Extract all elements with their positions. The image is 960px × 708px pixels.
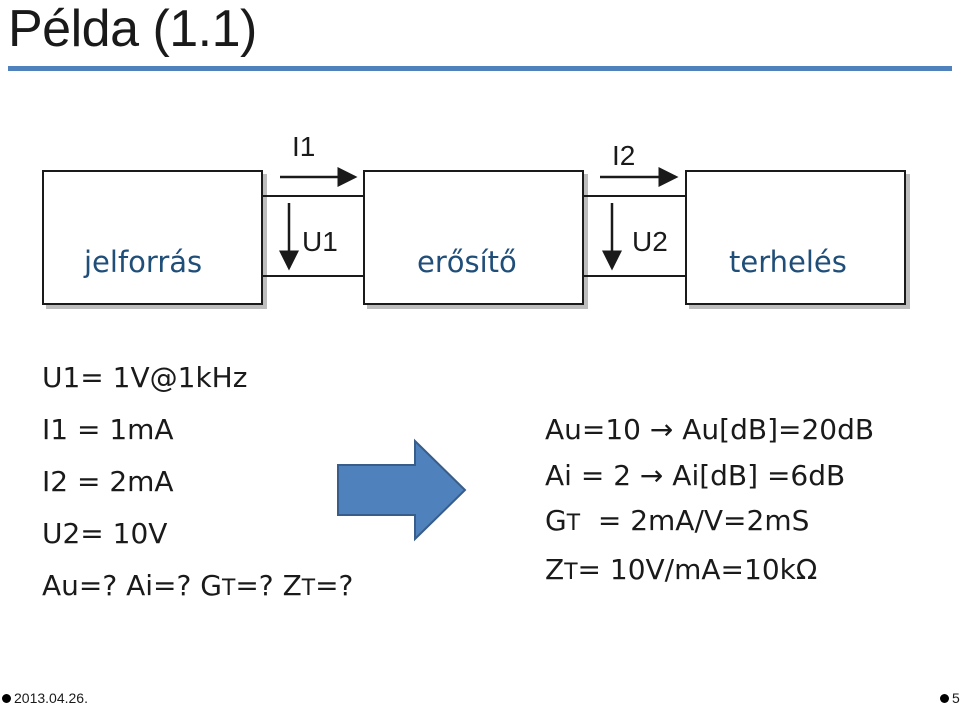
bullet-icon	[2, 694, 11, 703]
given-u1: U1= 1V@1kHz	[42, 361, 248, 394]
results: Au=10 → Au[dB]=20dB Ai = 2 → Ai[dB] =6dB…	[545, 407, 874, 595]
result-ai: Ai = 2 → Ai[dB] =6dB	[545, 458, 846, 492]
voltage-label-u1: U1	[302, 226, 338, 257]
result-zt: ZT= 10V/mA=10kΩ	[545, 552, 818, 586]
signal-source-block	[42, 170, 263, 305]
given-u2: U2= 10V	[42, 517, 168, 550]
wire-bottom-right	[584, 275, 685, 277]
wire-top-left	[263, 195, 363, 197]
current-label-i2: I2	[612, 140, 636, 171]
current-label-i1: I1	[292, 131, 316, 162]
amplifier-block	[363, 170, 584, 305]
load-label: terhelés	[729, 245, 847, 279]
given-i2: I2 = 2mA	[42, 465, 174, 498]
given-values: U1= 1V@1kHz I1 = 1mA I2 = 2mA U2= 10V Au…	[42, 352, 353, 615]
result-gt: GT = 2mA/V=2mS	[545, 504, 810, 537]
load-block	[685, 170, 906, 305]
result-au: Au=10 → Au[dB]=20dB	[545, 413, 875, 446]
wire-bottom-left	[263, 275, 363, 277]
given-questions: Au=? Ai=? GT=? ZT=?	[42, 569, 354, 602]
given-i1: I1 = 1mA	[42, 413, 174, 446]
voltage-label-u2: U2	[632, 226, 668, 257]
footer-date: 2013.04.26.	[2, 690, 88, 706]
slide-title: Példa (1.1)	[8, 0, 257, 58]
footer-page-number: 5	[940, 690, 960, 706]
wire-top-right	[584, 195, 685, 197]
bullet-icon	[940, 694, 949, 703]
block-arrow-right	[337, 438, 467, 542]
amplifier-label: erősítő	[417, 245, 517, 279]
title-underline	[8, 66, 952, 71]
signal-source-label: jelforrás	[84, 245, 203, 279]
